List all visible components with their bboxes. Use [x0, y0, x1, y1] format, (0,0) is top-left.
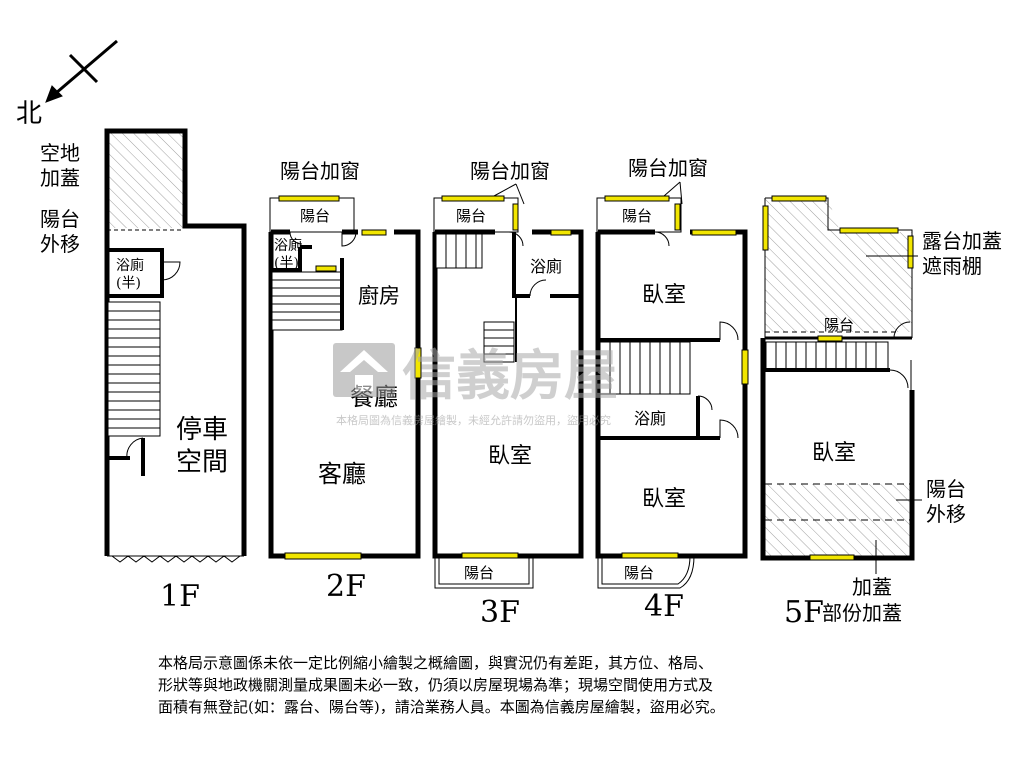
- f5-floor-sublabel: 部份加蓋: [822, 601, 902, 625]
- f2-living-label: 客廳: [318, 460, 366, 488]
- f2-balcony-label: 陽台: [300, 207, 330, 225]
- f5-floor-label: 5F: [784, 595, 824, 630]
- f3-floor-label: 3F: [480, 595, 520, 630]
- f5-bedroom-label: 臥室: [812, 441, 856, 466]
- compass-label: 北: [16, 99, 42, 129]
- f5-terrace-shelter-label: 露台加蓋遮雨棚: [922, 229, 1002, 278]
- watermark-brand: 信義房屋: [402, 344, 618, 407]
- f5-balcony-extend-label: 陽台外移: [926, 477, 966, 526]
- f1-parking-label: 停車空間: [176, 415, 228, 478]
- floor-4f: [595, 195, 749, 589]
- floor-5f: [760, 195, 922, 574]
- f3-bathroom-label: 浴廁: [530, 257, 562, 276]
- f1-floor-label: 1F: [160, 579, 200, 614]
- north-arrow-icon: [45, 39, 118, 103]
- f4-callout-lines: [663, 181, 683, 205]
- watermark: 信義房屋 本格局圖為信義房屋繪製，未經允許請勿盜用，盜用必究: [333, 343, 618, 427]
- f1-balcony-extend-label: 陽台外移: [40, 207, 80, 256]
- f5-balcony-label: 陽台: [824, 316, 854, 334]
- f1-half-bath-label: 浴廁(半): [116, 257, 144, 292]
- disclaimer-line-3: 面積有無登記(如：露台、陽台等)，請洽業務人員。本圖為信義房屋繪製，盜用必究。: [158, 698, 725, 716]
- brand-logo-icon: [333, 343, 395, 397]
- f2-floor-label: 2F: [326, 569, 366, 604]
- f4-bathroom-label: 浴廁: [634, 409, 666, 428]
- f3-balcony-top-label: 陽台: [456, 207, 486, 225]
- f1-vacant-addition-label: 空地加蓋: [40, 141, 80, 190]
- f3-callout-lines: [493, 183, 525, 205]
- f2-kitchen-label: 廚房: [358, 284, 400, 308]
- floor-1f: [104, 128, 247, 563]
- f4-balcony-top-label: 陽台: [622, 207, 652, 225]
- f2-half-bath-label: 浴廁(半): [274, 237, 302, 272]
- f3-bedroom-label: 臥室: [488, 444, 532, 469]
- floor-2f: [268, 195, 422, 560]
- f3-balcony-window-label: 陽台加窗: [470, 159, 550, 183]
- f4-balcony-window-label: 陽台加窗: [628, 156, 708, 180]
- f3-balcony-bottom-label: 陽台: [464, 564, 494, 582]
- disclaimer-text: 本格局示意圖係未依一定比例縮小繪製之概繪圖，與實況仍有差距，其方位、格局、 形狀…: [158, 652, 878, 718]
- f4-bedroom-bottom-label: 臥室: [642, 487, 686, 512]
- disclaimer-line-2: 形狀等與地政機關測量成果圖未必一致，仍須以房屋現場為準；現場空間使用方式及: [158, 676, 714, 694]
- watermark-notice: 本格局圖為信義房屋繪製，未經允許請勿盜用，盜用必究: [336, 413, 611, 427]
- f4-bedroom-top-label: 臥室: [642, 283, 686, 308]
- f2-balcony-window-label: 陽台加窗: [280, 159, 360, 183]
- disclaimer-line-1: 本格局示意圖係未依一定比例縮小繪製之概繪圖，與實況仍有差距，其方位、格局、: [158, 654, 714, 672]
- f5-addition-label: 加蓋: [852, 575, 892, 599]
- floor-3f: [432, 195, 584, 589]
- f4-balcony-bottom-label: 陽台: [624, 564, 654, 582]
- f4-floor-label: 4F: [644, 589, 684, 624]
